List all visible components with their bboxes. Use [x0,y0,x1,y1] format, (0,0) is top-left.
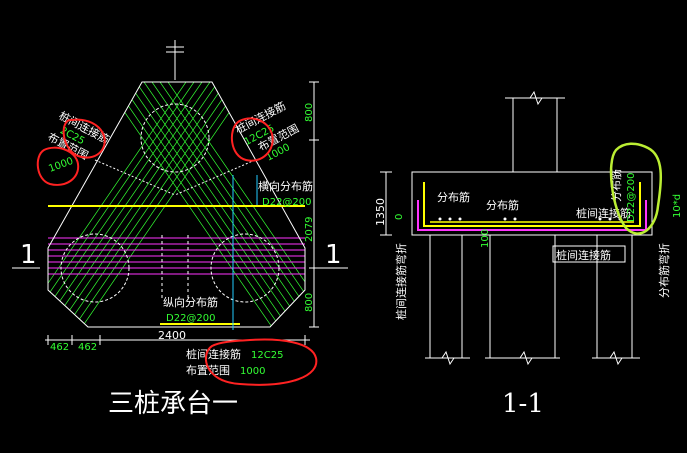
red-circle-left-lower [36,146,80,186]
red-circle-bottom [204,338,318,386]
section-tie-rebar: 桩间连接筋 [576,206,631,220]
section-dist-rebar-1: 分布筋 [437,190,470,204]
section-tie-bend-left: 桩间连接筋弯折 [394,243,408,320]
bottom-tie-range-value: 1000 [240,366,265,377]
dim-bottom-0: 462 [50,342,69,353]
pile-circle-left [60,233,130,303]
dim-bottom-1: 462 [78,342,97,353]
section-dist-bend-right: 分布筋弯折 [657,243,671,298]
section-zero: 0 [394,214,405,220]
section-tie-rebar-bottom: 桩间连接筋 [556,248,611,262]
section-bend-length: 10*d [672,194,683,218]
section-dist-rebar-vertical-spec: D22@200 [626,172,637,222]
center-dotted [174,159,256,196]
section-view: 1350 0 100 分布筋 分布筋 桩间连接筋 桩间连接筋 桩间连接筋弯折 分… [374,90,683,419]
bottom-tie-name: 桩间连接筋 [186,347,241,361]
longitudinal-spec: D22@200 [166,313,216,324]
dim-right-2: 800 [304,293,315,312]
break-mark [519,350,533,366]
lime-circle [609,142,662,235]
left-tie-annotation: 桩间连接筋 2C25 布置范围 [45,108,111,162]
section-title: 1-1 [502,389,544,419]
cap-section-outline [411,171,653,236]
transverse-name: 横向分布筋 [258,179,313,193]
pile-circle-top [140,103,210,173]
pile-circle-right [210,233,280,303]
transverse-spec: D22@200 [262,197,312,208]
red-circle-left-upper [62,118,106,159]
red-circle-right [230,117,274,162]
section-dist-rebar-2: 分布筋 [486,198,519,212]
left-tie-range-value: 1000 [47,156,75,175]
magenta-rebar-band [48,237,305,275]
piles [425,235,640,359]
section-magenta-rebar [417,200,647,231]
section-height-dim: 1350 [374,198,387,226]
section-mark-right: 1 [325,240,342,270]
pile-cap-outline [47,81,306,328]
dim-right-0: 800 [304,103,315,122]
plan-title: 三桩承台一 [108,389,238,419]
bottom-tie-spec: 12C25 [251,350,283,361]
section-mark-left: 1 [20,240,37,270]
section-yellow-rebar [423,182,641,227]
plan-view: 1 1 800 2079 800 462 462 2400 桩间连接筋 2C25… [12,40,348,419]
break-mark [441,350,455,366]
break-mark [609,350,623,366]
longitudinal-name: 纵向分布筋 [163,295,218,309]
center-dotted [94,159,176,196]
section-cover: 100 [480,229,491,248]
bottom-tie-range-label: 布置范围 [186,363,230,377]
dim-right-1: 2079 [304,217,315,242]
dim-total: 2400 [158,329,186,342]
section-tie-bottom-box [552,245,626,263]
